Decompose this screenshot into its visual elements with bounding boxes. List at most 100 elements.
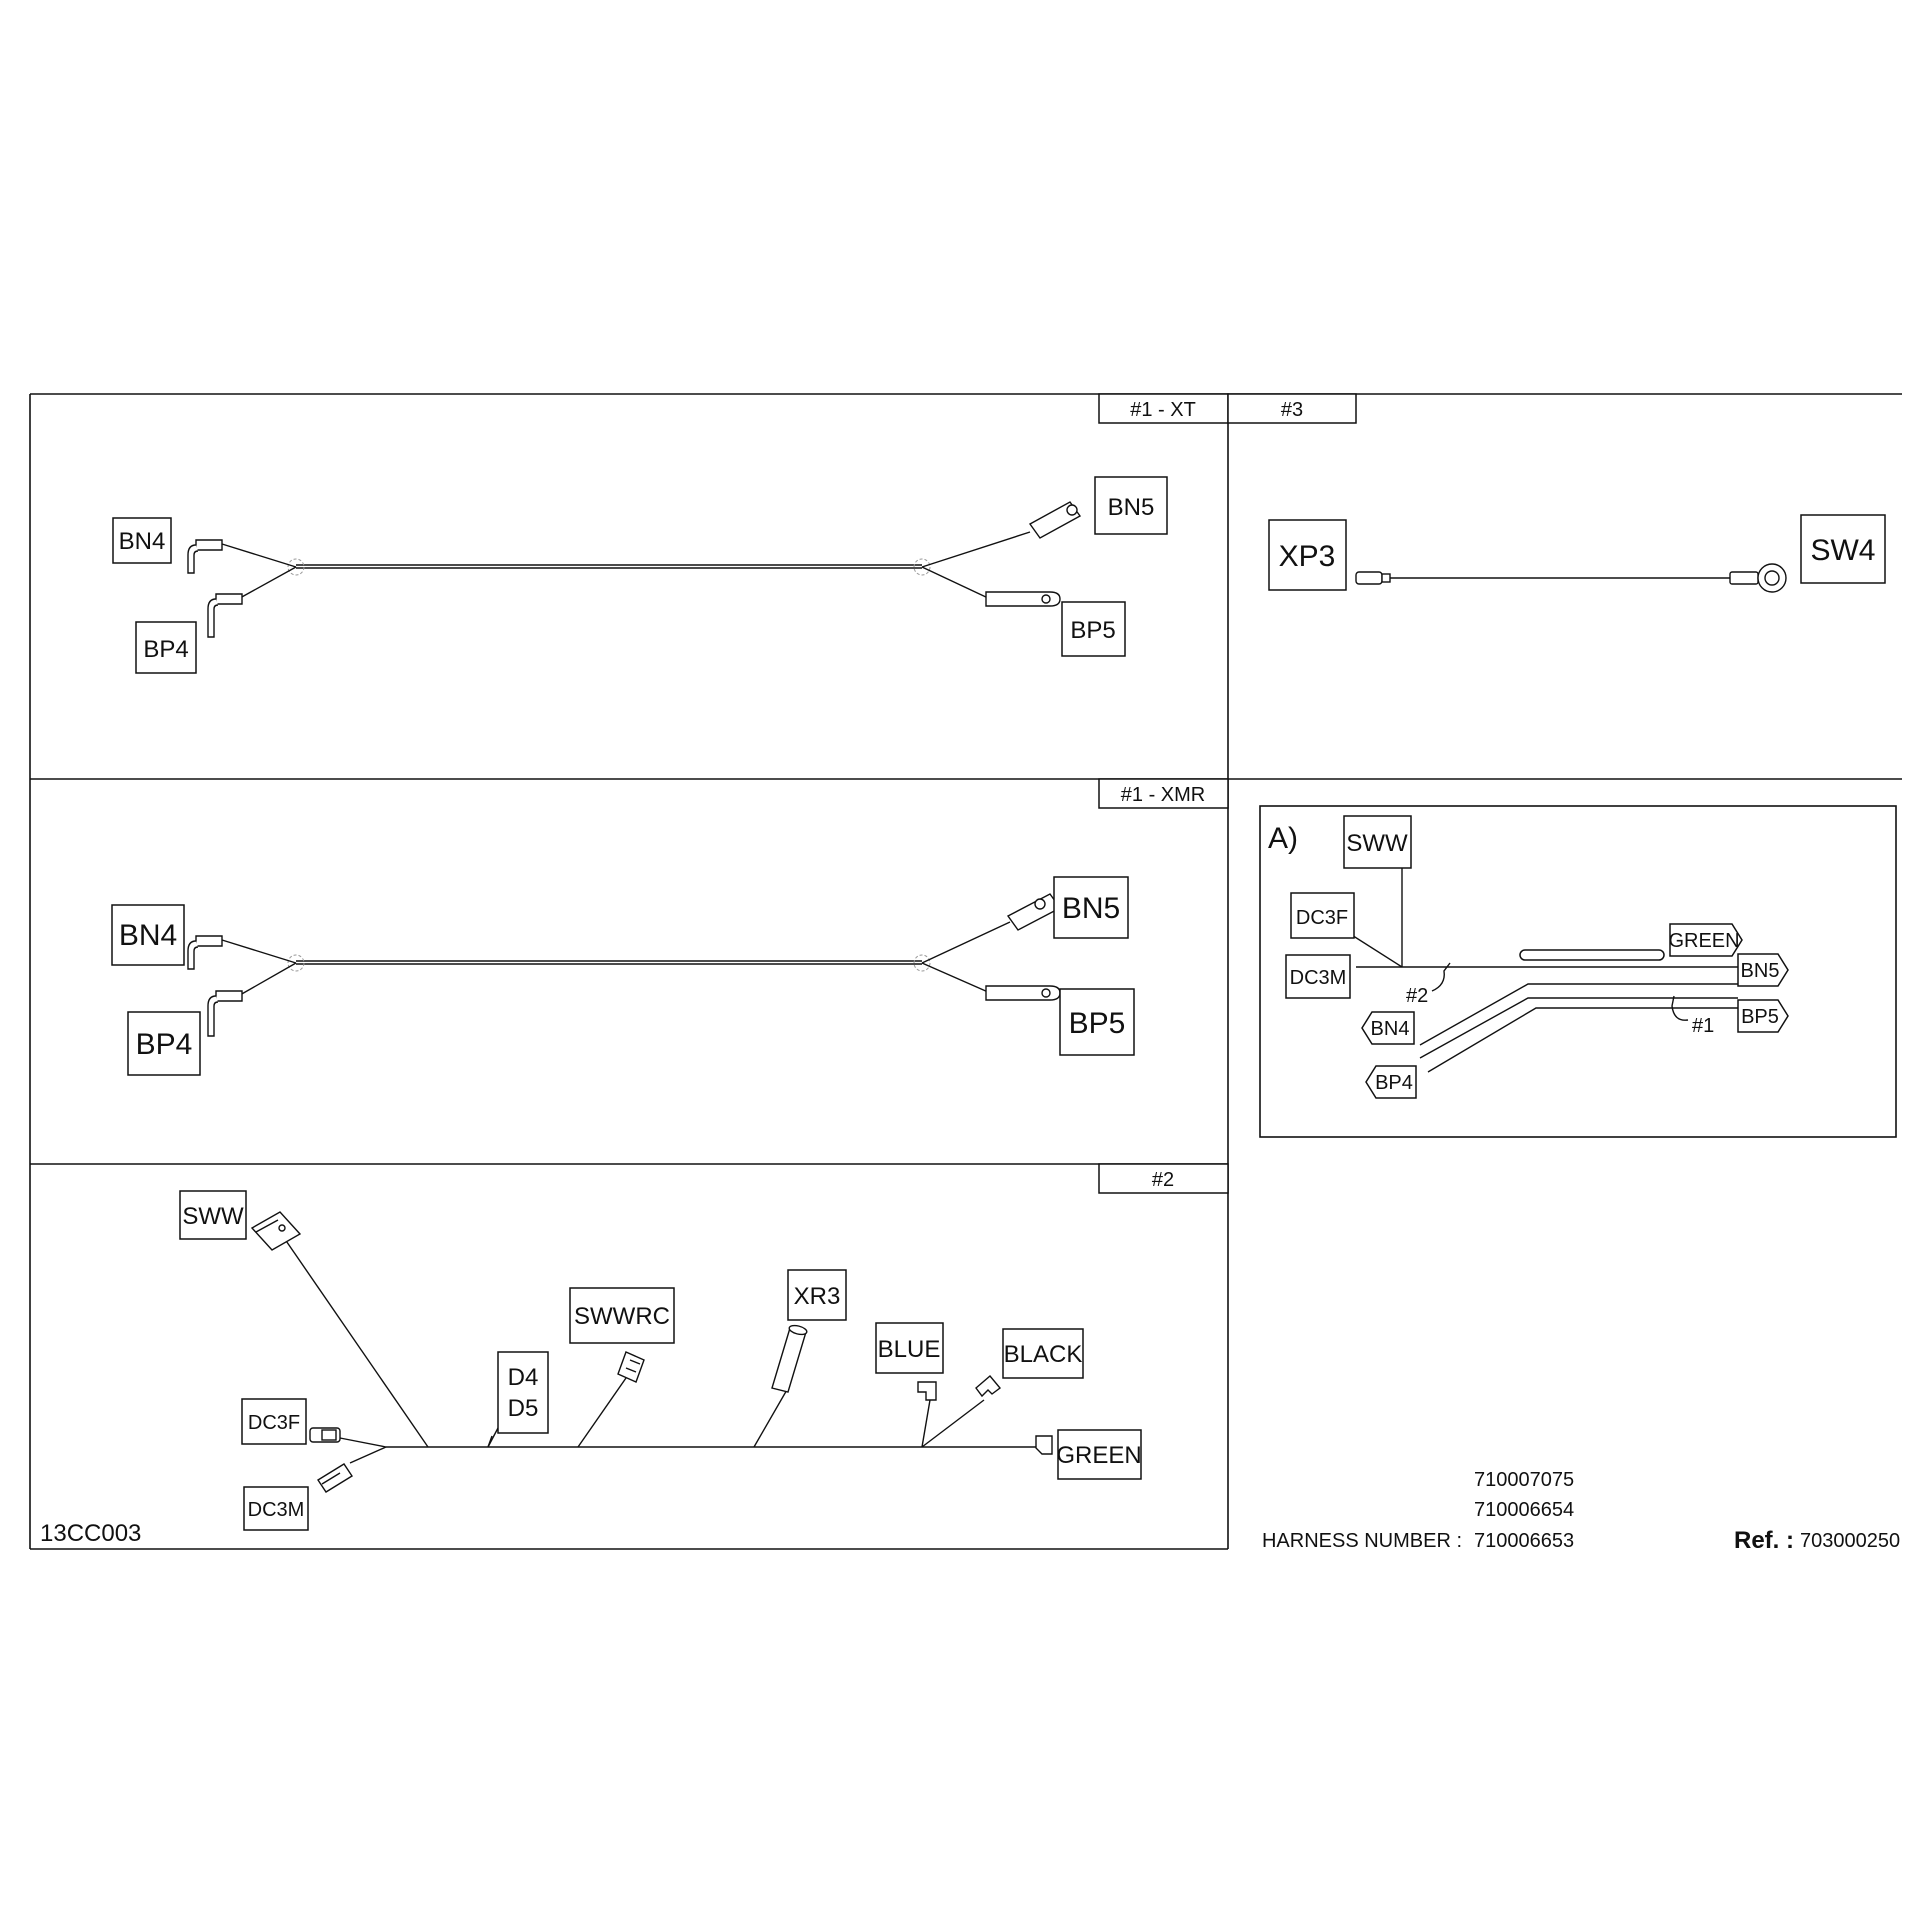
xp3-pin-terminal: [1355, 571, 1391, 585]
svg-text:DC3M: DC3M: [1290, 967, 1347, 989]
sw4-ring-terminal: [1729, 563, 1787, 593]
callout-2: #2: [1406, 985, 1428, 1007]
svg-text:D5: D5: [508, 1395, 539, 1422]
svg-text:D4: D4: [508, 1364, 539, 1391]
panel-1-xmr: BN4 BP4 BN5 BP5: [111, 876, 1135, 1076]
harness-number-1: 710007075: [1474, 1469, 1574, 1491]
panel-1-xt: BN4 BP4 BN5 BP5: [112, 476, 1168, 674]
harness-number-3: 710006653: [1474, 1530, 1574, 1552]
svg-text:SWW: SWW: [182, 1203, 244, 1230]
drawing-frame: [29, 393, 1902, 1550]
tab-3-label: #3: [1281, 399, 1303, 421]
swwrc-connector: [617, 1351, 645, 1383]
svg-text:SWWRC: SWWRC: [574, 1303, 670, 1330]
detail-a-title: A): [1268, 822, 1298, 855]
label-bn4: BN4: [112, 517, 172, 564]
d4-d5-tap: [487, 1435, 493, 1448]
dc3m-connector: [317, 1463, 353, 1493]
label-dc3m: DC3M: [243, 1486, 309, 1531]
splice-point: [913, 558, 931, 576]
harness-number-2: 710006654: [1474, 1499, 1574, 1521]
tab-2-label: #2: [1152, 1169, 1174, 1191]
svg-text:BP5: BP5: [1070, 617, 1115, 644]
label-sww: SWW: [179, 1190, 247, 1240]
ref-value: 703000250: [1800, 1530, 1900, 1552]
label-dc3m: DC3M: [1285, 954, 1351, 999]
bn4-terminal: [187, 539, 223, 574]
black-terminal: [975, 1375, 1002, 1398]
svg-text:GREEN: GREEN: [1056, 1442, 1141, 1469]
svg-text:BN4: BN4: [119, 919, 177, 952]
panel-2: SWW DC3F DC3M D4 D5 SWWRC XR3 BLUE: [179, 1190, 1142, 1531]
bn5-ring-terminal: [1006, 893, 1062, 931]
harness-number-label: HARNESS NUMBER :: [1262, 1530, 1462, 1552]
label-xp3: XP3: [1268, 519, 1347, 591]
blue-terminal: [917, 1381, 937, 1401]
svg-text:BN5: BN5: [1108, 494, 1155, 521]
label-bp5: BP5: [1061, 601, 1126, 657]
svg-text:BLACK: BLACK: [1004, 1341, 1083, 1368]
label-bp4: BP4: [127, 1011, 201, 1076]
svg-text:DC3F: DC3F: [248, 1412, 300, 1434]
svg-text:DC3F: DC3F: [1296, 907, 1348, 929]
flag-bn5: BN5: [1737, 953, 1789, 987]
ref-label: Ref. :: [1734, 1527, 1794, 1554]
flag-bp4: BP4: [1365, 1065, 1417, 1099]
label-sww: SWW: [1343, 815, 1412, 869]
svg-text:SWW: SWW: [1346, 830, 1408, 857]
tab-1-xmr-label: #1 - XMR: [1121, 784, 1205, 806]
drawing-code: 13CC003: [40, 1520, 141, 1547]
bp5-ring-terminal: [985, 985, 1061, 1001]
label-bp5: BP5: [1059, 988, 1135, 1056]
green-terminal: [1035, 1435, 1053, 1455]
svg-text:BP4: BP4: [143, 636, 188, 663]
label-swwrc: SWWRC: [569, 1287, 675, 1344]
svg-text:BN5: BN5: [1062, 892, 1120, 925]
label-bn5: BN5: [1053, 876, 1129, 939]
bn4-terminal: [187, 935, 223, 970]
tab-3: #3: [1227, 393, 1357, 424]
bp4-terminal: [207, 593, 243, 638]
label-sw4: SW4: [1800, 514, 1886, 584]
label-xr3: XR3: [787, 1269, 847, 1321]
svg-text:BLUE: BLUE: [878, 1336, 941, 1363]
svg-text:XP3: XP3: [1279, 540, 1336, 573]
tab-1-xmr: #1 - XMR: [1098, 778, 1229, 809]
svg-text:BP5: BP5: [1741, 1006, 1779, 1028]
label-bn4: BN4: [111, 904, 185, 966]
svg-text:DC3M: DC3M: [248, 1499, 305, 1521]
bn5-ring-terminal: [1028, 501, 1082, 539]
flag-bn4: BN4: [1361, 1011, 1415, 1045]
svg-text:BP4: BP4: [1375, 1072, 1413, 1094]
sww-connector: [250, 1211, 302, 1251]
label-black: BLACK: [1002, 1328, 1084, 1379]
svg-text:BN4: BN4: [1371, 1018, 1410, 1040]
label-blue: BLUE: [875, 1322, 944, 1374]
label-bn5: BN5: [1094, 476, 1168, 535]
tab-1-xt: #1 - XT: [1098, 393, 1229, 424]
label-d4-d5: D4 D5: [497, 1351, 549, 1434]
splice-point: [287, 954, 305, 972]
tab-1-xt-label: #1 - XT: [1130, 399, 1196, 421]
svg-text:SW4: SW4: [1810, 534, 1875, 567]
svg-text:BP4: BP4: [136, 1028, 193, 1061]
label-dc3f: DC3F: [1290, 892, 1355, 939]
svg-text:BP5: BP5: [1069, 1007, 1126, 1040]
callout-1: #1: [1692, 1015, 1714, 1037]
label-bp4: BP4: [135, 621, 197, 674]
flag-bp5: BP5: [1737, 999, 1789, 1033]
splice-point: [913, 954, 931, 972]
detail-a: A) #2 #1 SWW DC3F DC3M GREEN BN5: [1259, 805, 1897, 1138]
label-green: GREEN: [1056, 1429, 1142, 1480]
xr3-sleeve: [771, 1324, 808, 1393]
svg-text:BN4: BN4: [119, 528, 166, 555]
dc3f-connector: [309, 1427, 341, 1443]
svg-text:GREEN: GREEN: [1668, 930, 1739, 952]
bp4-terminal: [207, 990, 243, 1037]
panel-3: XP3 SW4: [1268, 514, 1886, 593]
tab-2: #2: [1098, 1163, 1229, 1194]
footer: 13CC003 710007075 710006654 HARNESS NUMB…: [40, 1469, 1900, 1554]
flag-green: GREEN: [1668, 923, 1743, 957]
bp5-ring-terminal: [985, 591, 1061, 607]
